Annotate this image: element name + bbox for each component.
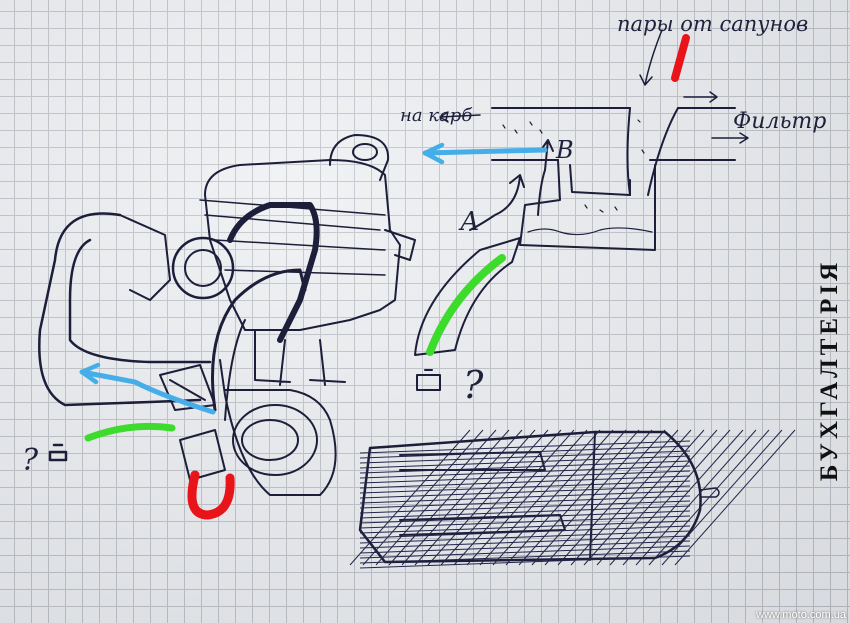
side-stamp-label: БУХГАЛТЕРІЯ (808, 240, 850, 500)
red-breather-hose (192, 475, 230, 515)
label-vapors: пары от сапунов (617, 12, 808, 36)
label-filter: Фильтр (733, 109, 826, 134)
question-mark-left: ? (22, 443, 39, 478)
blue-flow-arrow-top (425, 150, 545, 153)
small-filter-icon (50, 445, 66, 460)
green-hose-left (88, 426, 172, 438)
blue-flow-arrow-left (82, 372, 213, 412)
watermark: www.moto.com.ua (756, 609, 846, 621)
label-a: А (458, 207, 480, 237)
red-vapor-pipe (675, 38, 686, 78)
label-to-carb: на карб (400, 105, 473, 126)
label-b: В (555, 136, 574, 164)
question-mark-right: ? (463, 363, 484, 407)
hatch-lines (350, 430, 795, 568)
green-hose-right (430, 258, 502, 352)
engine-sketch (39, 135, 415, 495)
